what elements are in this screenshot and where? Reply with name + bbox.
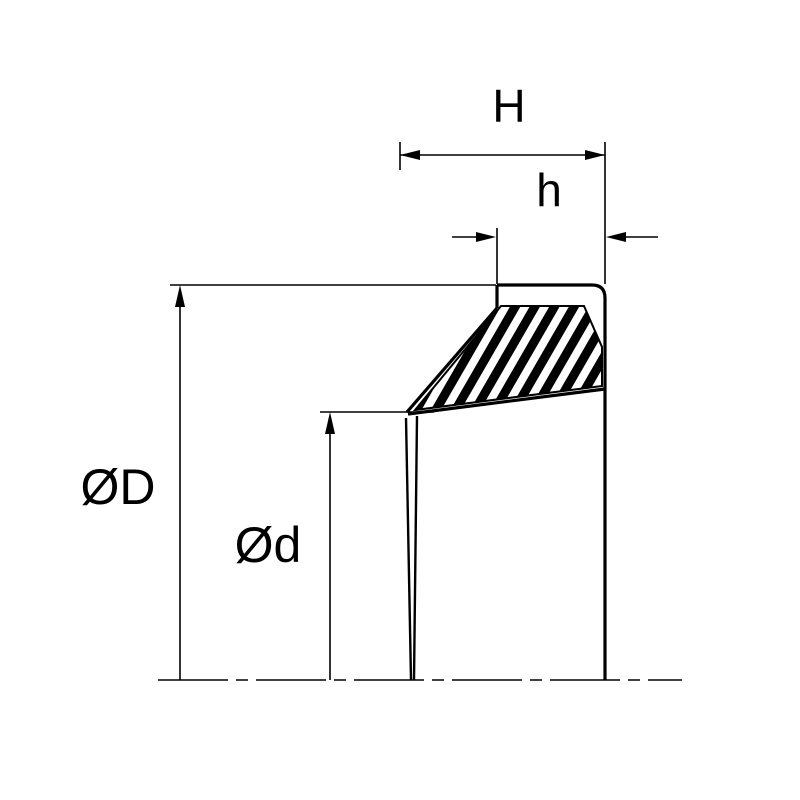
dimension-lip-height: h [452,164,658,284]
arrowhead-h-right [606,232,626,242]
seal-lip-slope [405,306,499,414]
arrowhead-h-left [476,232,496,242]
rod-line-right [412,415,419,681]
seal-bottom-edge [407,387,606,416]
label-total-height: H [492,80,525,132]
seal-profile [404,283,607,681]
seal-outline-top [497,283,607,299]
label-lip-height: h [536,164,562,216]
dimension-total-height: H [399,80,606,284]
dimension-inner-diameter: Ød [235,411,434,680]
rod-line-left [404,417,413,681]
seal-rubber-hatch [412,305,603,412]
arrowhead-H-left [400,150,420,160]
dimension-outer-diameter: ØD [81,284,496,680]
arrowhead-OD-up [175,285,185,307]
label-outer-diameter: ØD [81,459,156,515]
arrowhead-H-right [585,150,605,160]
label-inner-diameter: Ød [235,517,302,573]
arrowhead-Od-up [325,412,335,434]
